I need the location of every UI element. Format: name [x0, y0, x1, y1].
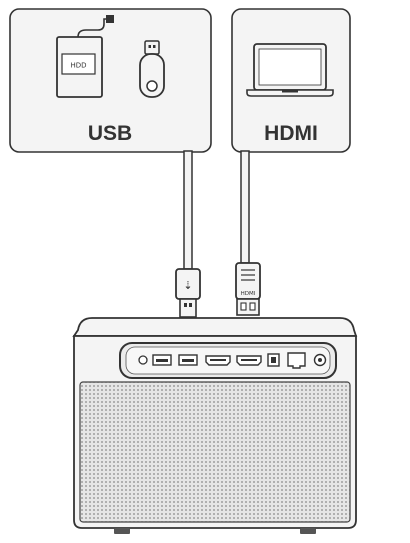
device-foot-right — [300, 528, 316, 534]
laptop-icon — [246, 43, 334, 97]
hdd-label: HDD — [70, 62, 86, 70]
speaker-grill — [79, 381, 351, 523]
power-button[interactable] — [138, 355, 148, 365]
projector-device — [72, 317, 358, 534]
usb-plug-symbol: ⇣ — [183, 279, 192, 292]
usb-cable: ⇣ — [175, 150, 201, 318]
hdmi-source-panel: HDMI — [231, 8, 351, 153]
usb-port-2[interactable] — [178, 354, 198, 366]
hdmi-port-2[interactable] — [236, 355, 262, 366]
device-foot-left — [114, 528, 130, 534]
hdmi-plug-tip — [236, 298, 260, 316]
usb-port-1[interactable] — [152, 354, 172, 366]
device-top-lid — [72, 317, 358, 337]
usb-stick-icon — [139, 40, 165, 98]
hdmi-port-1[interactable] — [205, 355, 231, 366]
ethernet-port[interactable] — [287, 352, 306, 369]
hdmi-panel-title: HDMI — [264, 122, 318, 145]
hdmi-cable: HDMI — [235, 150, 261, 316]
optical-port[interactable] — [267, 353, 280, 367]
hdd-icon: HDD — [56, 15, 114, 98]
hdmi-plug-text: HDMI — [241, 291, 256, 297]
usb-panel-title: USB — [88, 122, 132, 145]
usb-plug-tip — [179, 298, 197, 318]
usb-source-panel: HDD USB — [9, 8, 212, 153]
dc-in-port[interactable] — [313, 353, 327, 367]
